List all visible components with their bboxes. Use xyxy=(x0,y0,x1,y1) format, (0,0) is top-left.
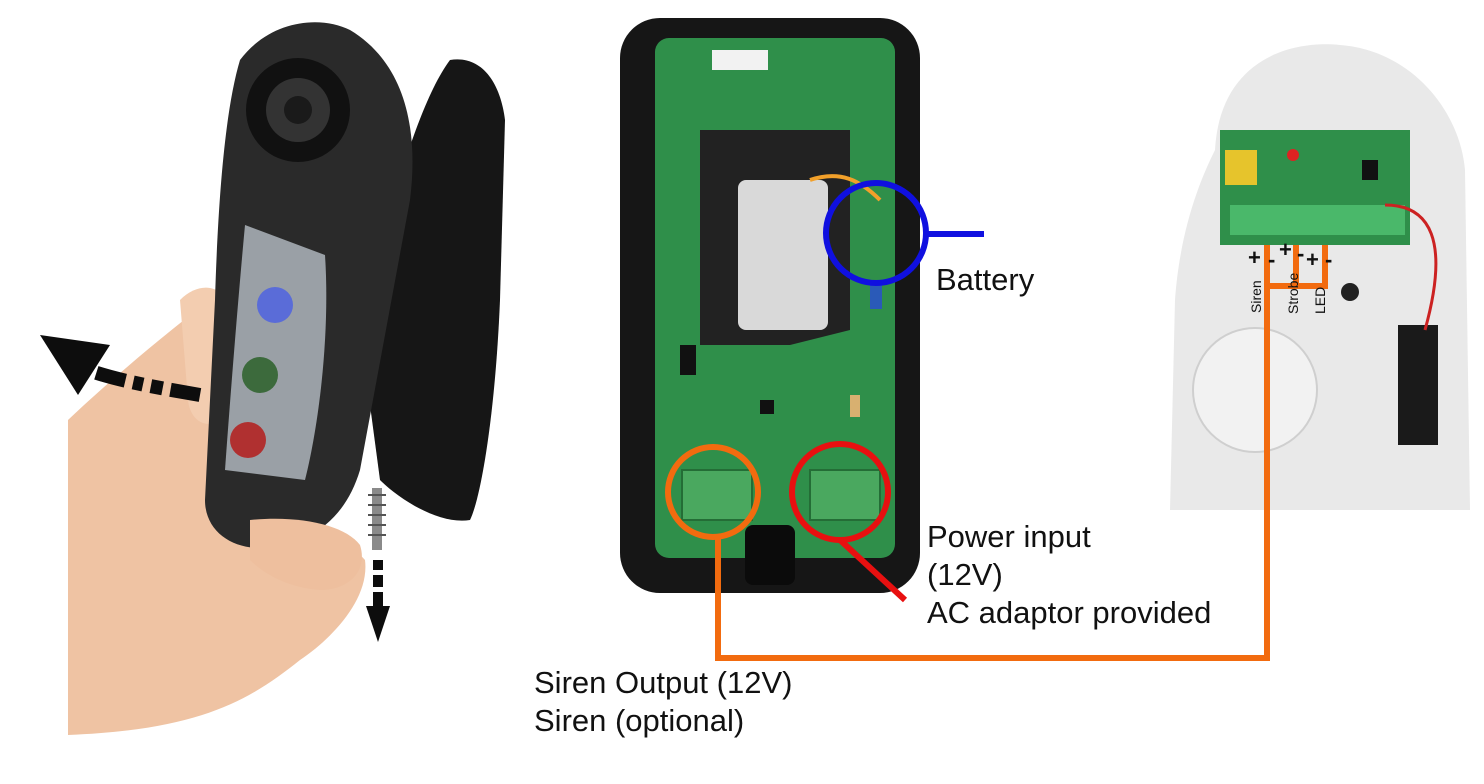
battery-label: Battery xyxy=(936,262,1035,297)
siren-plus-sign: + xyxy=(1248,245,1261,270)
siren-output-label: Siren Output (12V) xyxy=(534,665,793,700)
siren-terminal-label: Siren xyxy=(1248,280,1264,313)
power-voltage-label: (12V) xyxy=(927,557,1003,592)
strobe-terminal-label: Strobe xyxy=(1285,272,1301,314)
power-input-marker xyxy=(789,441,908,603)
strobe-plus-sign: + xyxy=(1279,237,1292,262)
screw-down-arrow-icon xyxy=(366,560,390,642)
siren-photo xyxy=(1170,44,1470,510)
led-terminal-label: LED xyxy=(1312,286,1328,314)
siren-output-marker xyxy=(665,245,1328,661)
strobe-minus-sign: - xyxy=(1297,241,1305,266)
led-minus-sign: - xyxy=(1325,247,1333,272)
ac-adaptor-label: AC adaptor provided xyxy=(927,595,1212,630)
power-input-label: Power input xyxy=(927,519,1091,554)
pcb-photo xyxy=(620,18,920,593)
siren-optional-label: Siren (optional) xyxy=(534,703,745,738)
siren-minus-sign: - xyxy=(1268,247,1276,272)
keypad-device-photo xyxy=(68,22,505,735)
screw xyxy=(368,488,386,550)
led-plus-sign: + xyxy=(1306,247,1319,272)
remove-arrow-icon xyxy=(40,335,202,402)
battery-marker xyxy=(823,180,984,286)
